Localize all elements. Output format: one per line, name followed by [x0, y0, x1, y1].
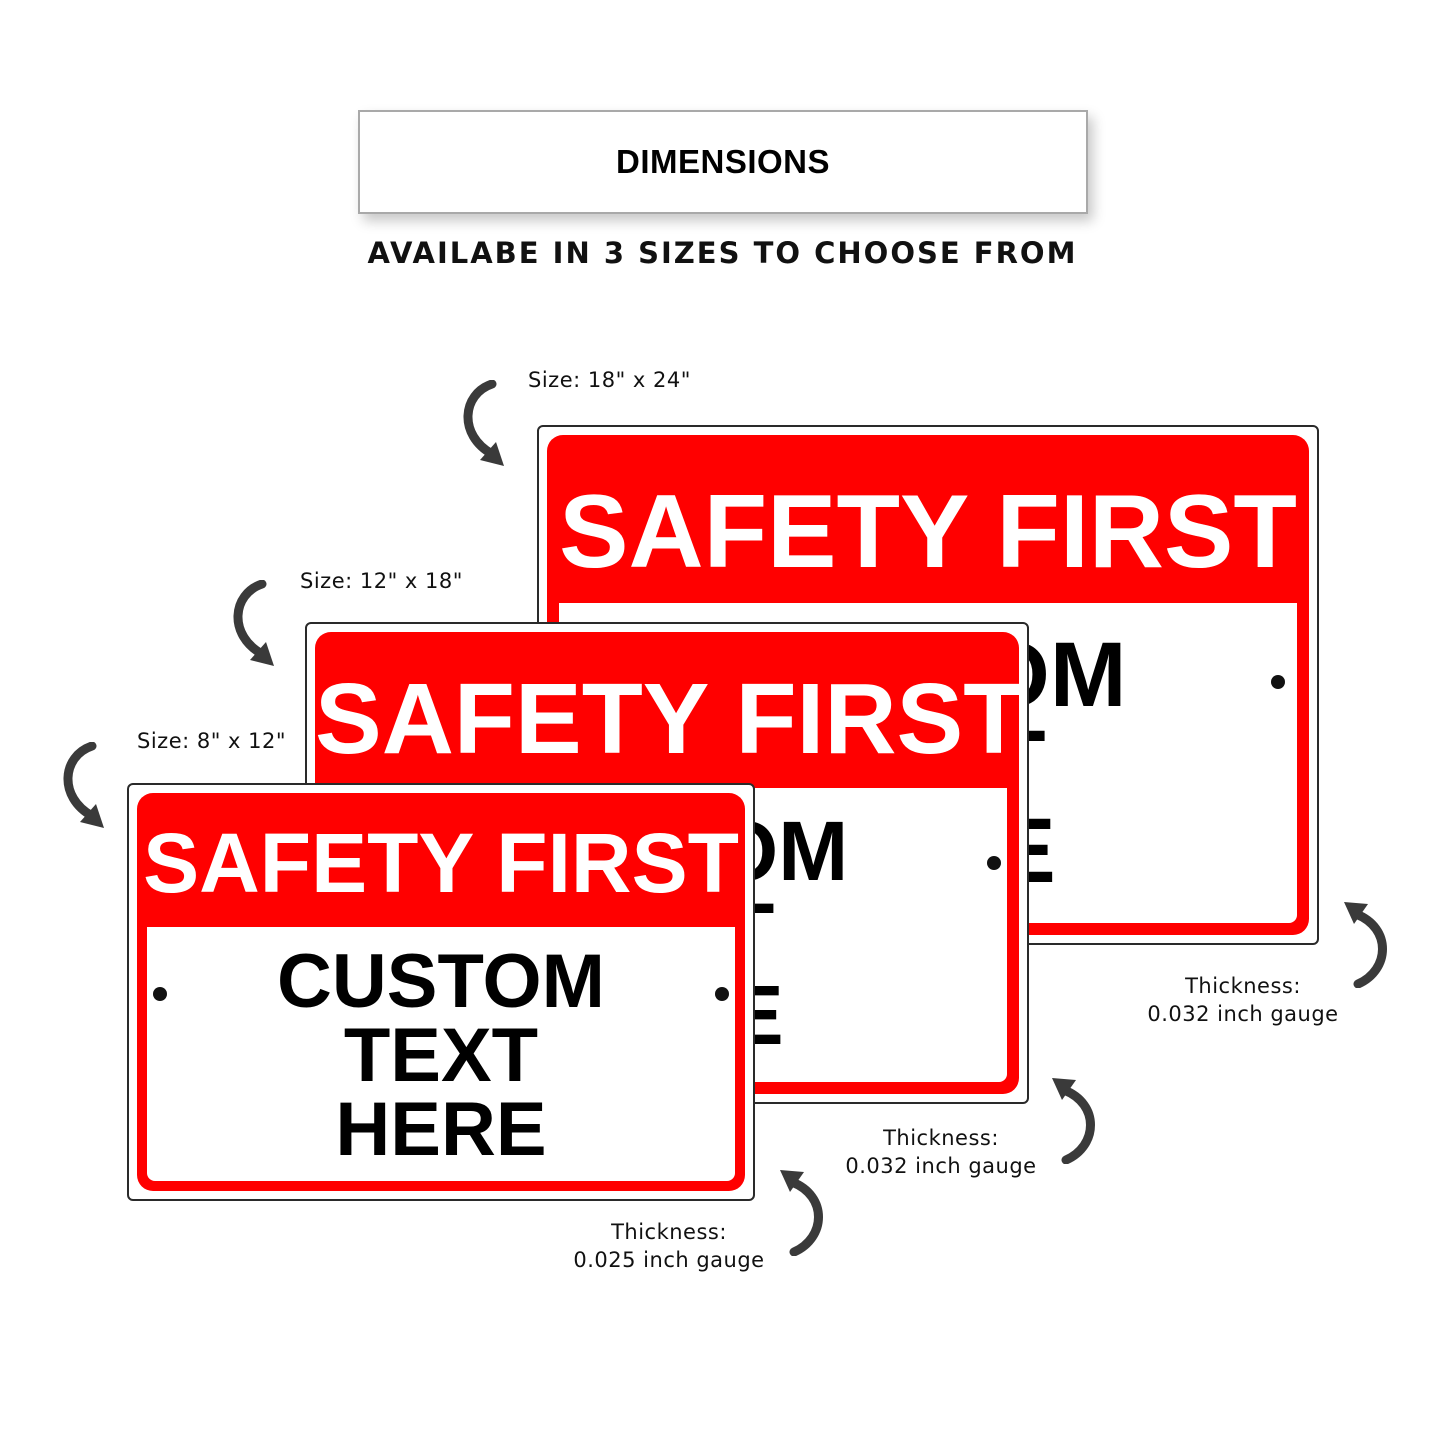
sign-title: SAFETY FIRST — [143, 816, 739, 910]
sign-body-line: HERE — [335, 1087, 547, 1172]
curved-arrow-icon — [63, 742, 104, 828]
page-subtitle: AVAILABE IN 3 SIZES TO CHOOSE FROM — [367, 236, 1078, 270]
thickness-label-large: Thickness: 0.032 inch gauge — [1138, 972, 1348, 1028]
sign-8x12: SAFETY FIRST CUSTOM TEXT HERE — [127, 783, 755, 1201]
sign-body-line: CUSTOM — [277, 939, 605, 1024]
mounting-hole — [987, 856, 1001, 870]
curved-arrow-icon — [233, 580, 274, 666]
size-label-small: Size: 8" x 12" — [137, 729, 287, 753]
thickness-label-small: Thickness: 0.025 inch gauge — [564, 1218, 774, 1274]
sign-white-panel: CUSTOM TEXT HERE — [147, 927, 735, 1181]
curved-arrow-icon — [780, 1170, 823, 1256]
thickness-value: 0.025 inch gauge — [573, 1248, 765, 1272]
mounting-hole — [715, 987, 729, 1001]
sign-title: SAFETY FIRST — [315, 663, 1019, 775]
thickness-heading: Thickness: — [611, 1220, 727, 1244]
thickness-value: 0.032 inch gauge — [1147, 1002, 1339, 1026]
sign-body: CUSTOM TEXT HERE — [147, 939, 735, 1172]
size-label-medium: Size: 12" x 18" — [300, 569, 463, 593]
mounting-hole — [1271, 675, 1285, 689]
curved-arrow-icon — [463, 380, 504, 466]
thickness-heading: Thickness: — [1185, 974, 1301, 998]
thickness-heading: Thickness: — [883, 1126, 999, 1150]
sign-body-line: TEXT — [343, 1013, 539, 1098]
size-label-large: Size: 18" x 24" — [528, 368, 691, 392]
sign-title: SAFETY FIRST — [559, 474, 1297, 590]
sign-red-border: SAFETY FIRST CUSTOM TEXT HERE — [137, 793, 745, 1191]
page-title: DIMENSIONS — [615, 143, 831, 180]
mounting-hole — [153, 987, 167, 1001]
thickness-label-medium: Thickness: 0.032 inch gauge — [836, 1124, 1046, 1180]
curved-arrow-icon — [1052, 1078, 1095, 1164]
dimensions-header-box: DIMENSIONS — [358, 110, 1088, 214]
curved-arrow-icon — [1344, 902, 1387, 988]
thickness-value: 0.032 inch gauge — [845, 1154, 1037, 1178]
